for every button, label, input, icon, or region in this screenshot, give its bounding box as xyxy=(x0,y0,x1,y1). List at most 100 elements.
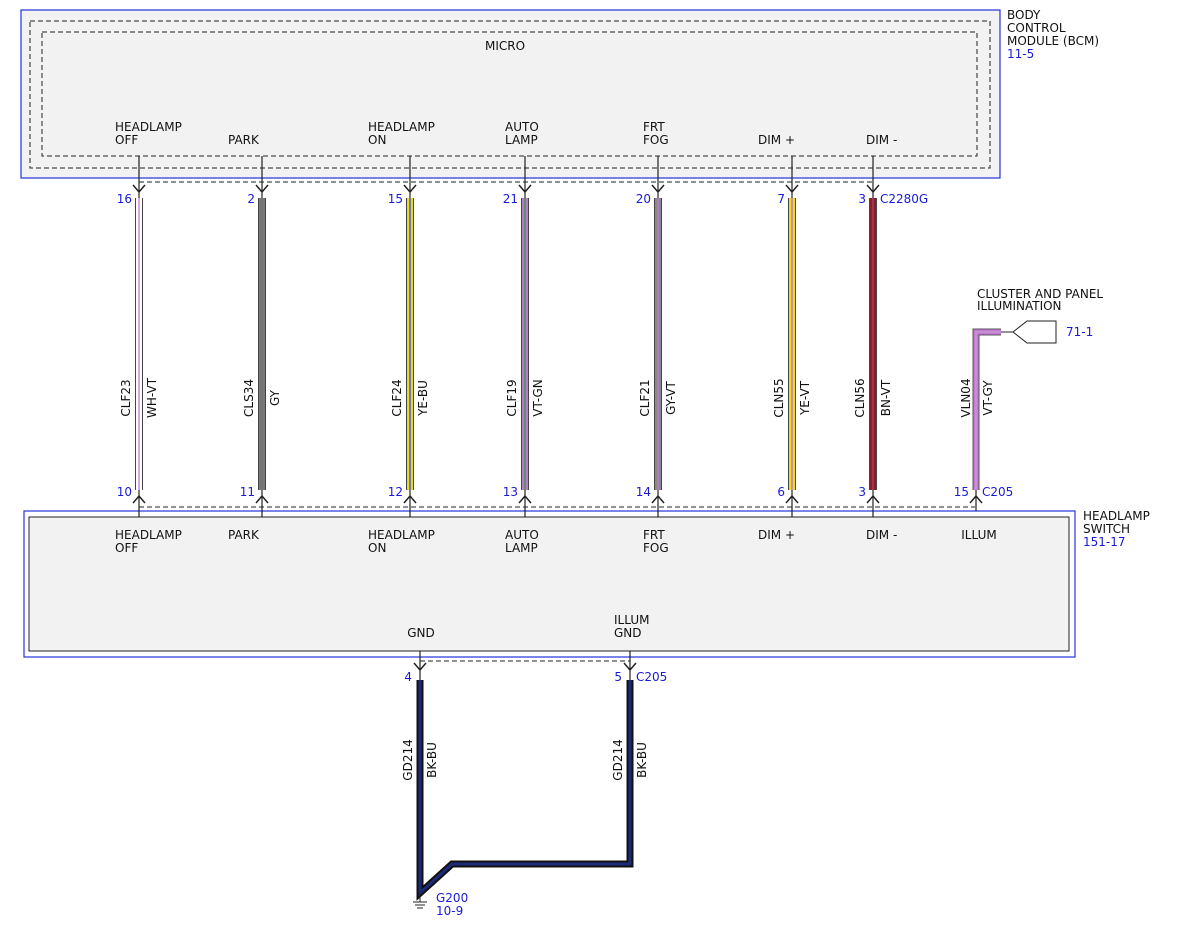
switch-pin-number: 11 xyxy=(240,485,255,499)
bcm-pin-label: DIM + xyxy=(758,133,795,147)
bcm-module: MICRO BODY CONTROL MODULE (BCM) 11-5 xyxy=(20,8,1099,179)
wire-vln04-tracer xyxy=(975,331,1001,490)
ground-circuit-id: GD214 xyxy=(611,739,625,780)
illum-arrow-icon xyxy=(969,490,983,511)
circuit-id: CLF24 xyxy=(390,379,404,416)
bcm-pin-label: DIM - xyxy=(866,133,897,147)
switch-ref[interactable]: 151-17 xyxy=(1083,535,1126,549)
switch-connector-name[interactable]: C205 xyxy=(982,485,1013,499)
bcm-pin-number: 15 xyxy=(388,192,403,206)
circuit-id: CLF23 xyxy=(119,379,133,416)
circuit-id: CLN56 xyxy=(853,378,867,417)
switch-pin-label: LAMP xyxy=(505,541,538,555)
bcm-pin-number: 16 xyxy=(117,192,132,206)
illum-ref-line: CLUSTER AND PANEL xyxy=(977,287,1103,301)
ground-connector-name[interactable]: C205 xyxy=(636,670,667,684)
wire-color-code: GY xyxy=(268,389,282,406)
ground-ref[interactable]: 10-9 xyxy=(436,904,463,918)
illum-ref[interactable]: 71-1 xyxy=(1066,325,1093,339)
switch-pin-label: DIM - xyxy=(866,528,897,542)
circuit-cln55: 7 6 CLN55 YE-VT DIM + DIM + xyxy=(758,133,812,542)
wire-color-code: YE-BU xyxy=(416,380,430,417)
gnd-label: GND xyxy=(407,626,435,640)
down-arrow-icon xyxy=(255,184,269,194)
switch-pin-label: HEADLAMP xyxy=(368,528,435,542)
bcm-title: BODY CONTROL MODULE (BCM) xyxy=(1007,8,1099,48)
illum-gnd-line: ILLUM xyxy=(614,613,649,627)
illum-gnd-label: ILLUM GND xyxy=(614,613,653,640)
illum-ref-line: ILLUMINATION xyxy=(977,299,1062,313)
switch-pin-number: 12 xyxy=(388,485,403,499)
switch-pin-number: 10 xyxy=(117,485,132,499)
circuit-id: CLN55 xyxy=(772,378,786,417)
bcm-pin-label: HEADLAMP xyxy=(115,120,182,134)
bcm-title-line: MODULE (BCM) xyxy=(1007,34,1099,48)
down-arrow-icon xyxy=(403,184,417,194)
bcm-title-line: BODY xyxy=(1007,8,1041,22)
bcm-pin-label: FOG xyxy=(643,133,669,147)
up-arrow-icon xyxy=(132,494,146,504)
illum-sw-pin: 15 xyxy=(954,485,969,499)
wire-color-code: GY-VT xyxy=(664,380,678,414)
micro-label: MICRO xyxy=(485,39,525,53)
bcm-pin-number: 20 xyxy=(636,192,651,206)
bcm-pin-label: HEADLAMP xyxy=(368,120,435,134)
bcm-pin-number: 21 xyxy=(503,192,518,206)
headlamp-switch-module: HEADLAMP SWITCH 151-17 xyxy=(23,509,1154,658)
down-arrow-icon xyxy=(518,184,532,194)
bcm-title-line: CONTROL xyxy=(1007,21,1066,35)
wire-color-code: VT-GN xyxy=(531,379,545,416)
up-arrow-icon xyxy=(651,494,665,504)
bcm-pin-label: LAMP xyxy=(505,133,538,147)
ground-name[interactable]: G200 xyxy=(436,891,468,905)
ground-circuit-id: GD214 xyxy=(401,739,415,780)
bcm-pin-number: 7 xyxy=(777,192,785,206)
bcm-pin-number: 2 xyxy=(247,192,255,206)
ground-circuits: 4 5 GD214 BK-BU GD214 BK-BU G200 10-9 xyxy=(401,651,649,918)
up-arrow-icon xyxy=(518,494,532,504)
switch-pin-label: DIM + xyxy=(758,528,795,542)
illumination-circuit: CLUSTER AND PANEL ILLUMINATION 71-1 15 V… xyxy=(954,287,1104,542)
switch-title-line: HEADLAMP xyxy=(1083,509,1150,523)
wire-color-code: YE-VT xyxy=(798,380,812,416)
switch-pin-label: FRT xyxy=(643,528,665,542)
circuit-id: CLF21 xyxy=(638,379,652,416)
switch-pin-label: OFF xyxy=(115,541,138,555)
bcm-pin-label: FRT xyxy=(643,120,665,134)
wire-gd214-stripe xyxy=(418,680,632,897)
ground-wire-color: BK-BU xyxy=(425,742,439,778)
illum-wire-color: VT-GY xyxy=(981,380,995,416)
ground-symbol-icon xyxy=(413,893,427,909)
up-arrow-icon xyxy=(866,494,880,504)
wire-gd214[interactable] xyxy=(416,680,634,901)
switch-pin-label: AUTO xyxy=(505,528,539,542)
bcm-ref[interactable]: 11-5 xyxy=(1007,47,1034,61)
switch-pin-number: 13 xyxy=(503,485,518,499)
switch-pin-label: FOG xyxy=(643,541,669,555)
switch-pin-label: PARK xyxy=(228,528,260,542)
ground-arrow-icon xyxy=(623,651,637,680)
off-page-connector-icon[interactable] xyxy=(1012,320,1057,344)
ground-pin: 4 xyxy=(404,670,412,684)
wire-color-code: WH-VT xyxy=(145,377,159,418)
switch-pin-number: 3 xyxy=(858,485,866,499)
ground-pin: 5 xyxy=(614,670,622,684)
circuit-id: CLF19 xyxy=(505,379,519,416)
bcm-connector-name[interactable]: C2280G xyxy=(880,192,928,206)
switch-pin-number: 6 xyxy=(777,485,785,499)
illum-sw-label: ILLUM xyxy=(961,528,996,542)
switch-title: HEADLAMP SWITCH xyxy=(1083,509,1154,536)
illum-gnd-line: GND xyxy=(614,626,642,640)
switch-title-line: SWITCH xyxy=(1083,522,1130,536)
bcm-pin-label: AUTO xyxy=(505,120,539,134)
down-arrow-icon xyxy=(866,184,880,194)
wire-color-code: BN-VT xyxy=(879,379,893,416)
switch-pin-label: ON xyxy=(368,541,386,555)
